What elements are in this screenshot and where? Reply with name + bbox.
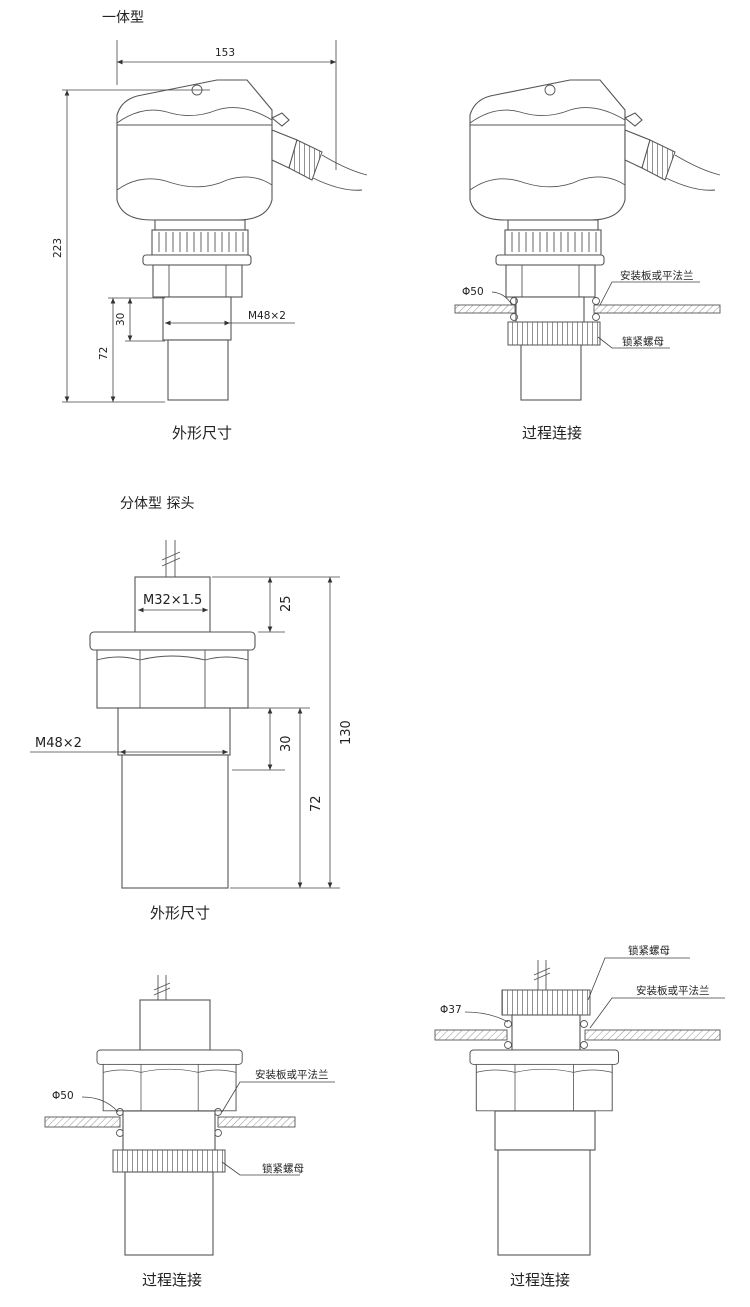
height-dimension: 223 xyxy=(52,238,64,258)
integrated-title: 一体型 xyxy=(102,10,144,26)
probe-length-dimension: 72 xyxy=(98,347,110,360)
lock-nut-a xyxy=(112,1149,226,1173)
top-thread-spec: M32×1.5 xyxy=(143,593,202,608)
diameter-label-b: Φ37 xyxy=(440,1004,462,1016)
diameter-label: Φ50 xyxy=(462,286,484,298)
thread-spec-split: M48×2 xyxy=(35,736,82,751)
caption-connection-b: 过程连接 xyxy=(510,1271,570,1289)
mounting-plate-label-a: 安装板或平法兰 xyxy=(255,1068,329,1081)
caption-connection: 过程连接 xyxy=(522,424,582,442)
mounting-plate-label: 安装板或平法兰 xyxy=(620,269,694,282)
probe-length-dimension-split: 72 xyxy=(309,795,324,812)
total-length-dimension: 130 xyxy=(339,720,354,745)
lock-nut-label: 锁紧螺母 xyxy=(622,335,664,348)
lock-nut-label-b: 锁紧螺母 xyxy=(628,944,670,957)
integrated-connection-outline xyxy=(469,79,721,401)
caption-dimensions-split: 外形尺寸 xyxy=(150,904,210,922)
top-length-dimension: 25 xyxy=(279,595,294,612)
lock-nut-b xyxy=(501,989,591,1016)
lock-nut-label-a: 锁紧螺母 xyxy=(262,1162,304,1175)
mounting-plate-label-b: 安装板或平法兰 xyxy=(636,984,710,997)
thread-length-dimension-split: 30 xyxy=(279,735,294,752)
diameter-label-a: Φ50 xyxy=(52,1090,74,1102)
thread-length-dimension: 30 xyxy=(115,313,127,326)
width-dimension: 153 xyxy=(215,47,235,59)
thread-spec: M48×2 xyxy=(248,310,286,322)
split-title: 分体型 探头 xyxy=(120,496,194,512)
lock-nut xyxy=(507,321,601,346)
caption-dimensions: 外形尺寸 xyxy=(172,424,232,442)
integrated-device-outline xyxy=(116,79,368,401)
caption-connection-a: 过程连接 xyxy=(142,1271,202,1289)
